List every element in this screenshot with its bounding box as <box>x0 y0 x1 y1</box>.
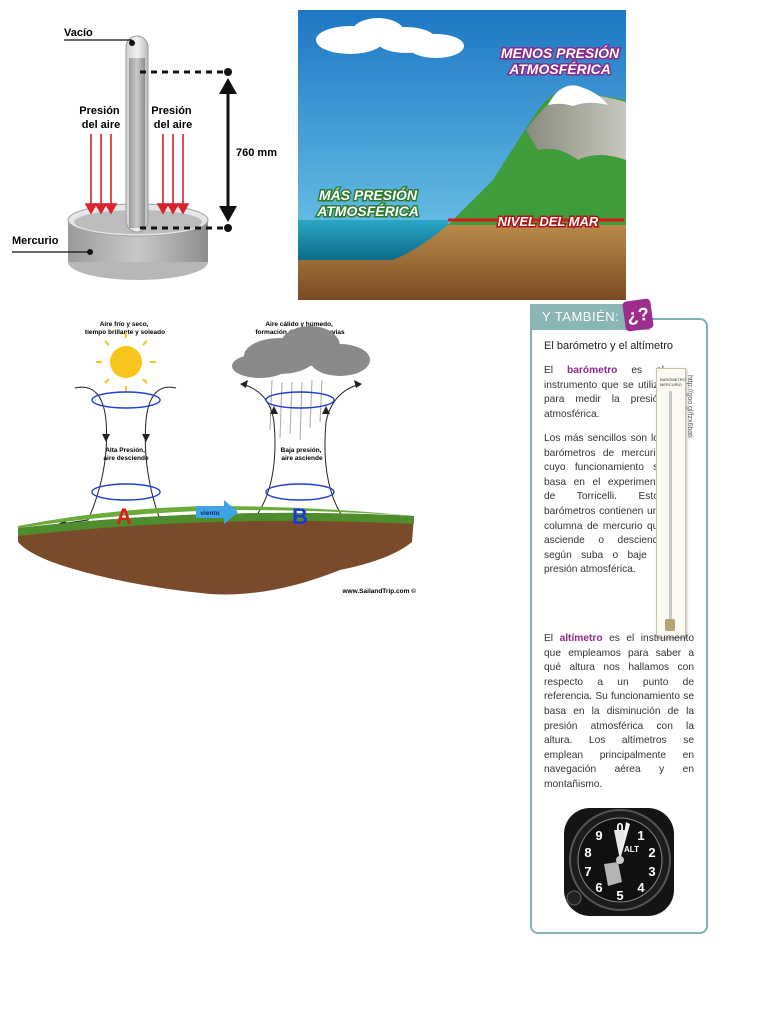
mercury-barometer-paragraph: Los más sencillos son los barómetros de … <box>544 433 664 576</box>
svg-text:ATMOSFÉRICA: ATMOSFÉRICA <box>508 61 611 77</box>
svg-text:ATMOSFÉRICA: ATMOSFÉRICA <box>316 203 419 219</box>
height-label: 760 mm <box>236 147 277 159</box>
barometer-plate: BARÓMETRO MERCURIO <box>660 377 686 387</box>
altitude-pressure-illustration: MENOS PRESIÓN ATMOSFÉRICA MÁS PRESIÓN AT… <box>298 10 626 300</box>
wind-arrow: viento <box>196 500 238 524</box>
svg-text:9: 9 <box>595 828 602 843</box>
sun-icon <box>96 332 156 392</box>
svg-text:2: 2 <box>648 845 655 860</box>
sidebar-barometer-altimeter: Y TAMBIÉN: ¿? El barómetro y el altímetr… <box>528 298 710 934</box>
question-badge-icon: ¿? <box>622 298 654 332</box>
svg-text:MÁS PRESIÓN: MÁS PRESIÓN <box>319 186 418 203</box>
high-pressure-label: Alta Presión, aire desciende <box>103 447 149 462</box>
svg-text:5: 5 <box>616 888 623 903</box>
sea-level-label: NIVEL DEL MAR <box>498 214 599 229</box>
mercury-label: Mercurio <box>12 235 59 247</box>
barometer-image: BARÓMETRO MERCURIO http://goo.gl/fzx6bat… <box>656 368 693 638</box>
barometer-keyword: barómetro <box>567 365 618 376</box>
barometer-url: http://goo.gl/fzx6bati <box>686 375 693 438</box>
sidebar-title: El barómetro y el altímetro <box>544 340 673 352</box>
svg-text:3: 3 <box>648 864 655 879</box>
letter-a: A <box>116 504 132 529</box>
svg-text:1: 1 <box>637 828 644 843</box>
letter-b: B <box>292 504 308 529</box>
svg-text:8: 8 <box>584 845 591 860</box>
low-pressure-label: Baja presión, aire asciende <box>281 447 324 462</box>
altimeter-image: 0 1 2 3 4 5 6 7 8 9 ALT <box>564 808 674 916</box>
vacuum-label: Vacío <box>64 27 93 39</box>
dial-numbers: 0 1 2 3 4 5 6 7 8 9 <box>584 820 655 903</box>
barometer-paragraph: El barómetro es el instrumento que se ut… <box>544 365 664 420</box>
more-pressure-label: MÁS PRESIÓN ATMOSFÉRICA <box>315 185 421 221</box>
air-pressure-arrows <box>84 134 190 215</box>
ground-island <box>18 512 414 595</box>
altimeter-paragraph: El altímetro es el instrumento que emple… <box>544 633 695 790</box>
altimeter-keyword: altímetro <box>559 633 603 644</box>
ground <box>298 225 626 300</box>
rain-cloud-icon <box>232 326 370 441</box>
cloud-icon <box>316 18 464 58</box>
torricelli-diagram: Vacío Presión del aire Presión del aire … <box>0 0 290 290</box>
altimeter-center-label: ALT <box>624 845 639 854</box>
credit-text: www.SailandTrip.com © <box>341 587 416 595</box>
svg-text:7: 7 <box>584 864 591 879</box>
snow-cap <box>548 85 608 106</box>
air-pressure-right-label: Presión del aire <box>151 105 194 131</box>
less-pressure-label: MENOS PRESIÓN ATMOSFÉRICA <box>499 43 621 79</box>
svg-text:MENOS PRESIÓN: MENOS PRESIÓN <box>501 44 620 61</box>
air-pressure-left-label: Presión del aire <box>79 105 122 131</box>
high-low-pressure-diagram: Aire frío y seco, tiempo brillante y sol… <box>10 310 430 600</box>
mercury-column <box>129 58 145 228</box>
svg-text:viento: viento <box>200 510 219 517</box>
svg-text:0: 0 <box>616 820 623 835</box>
svg-text:4: 4 <box>637 880 645 895</box>
svg-text:6: 6 <box>595 880 602 895</box>
